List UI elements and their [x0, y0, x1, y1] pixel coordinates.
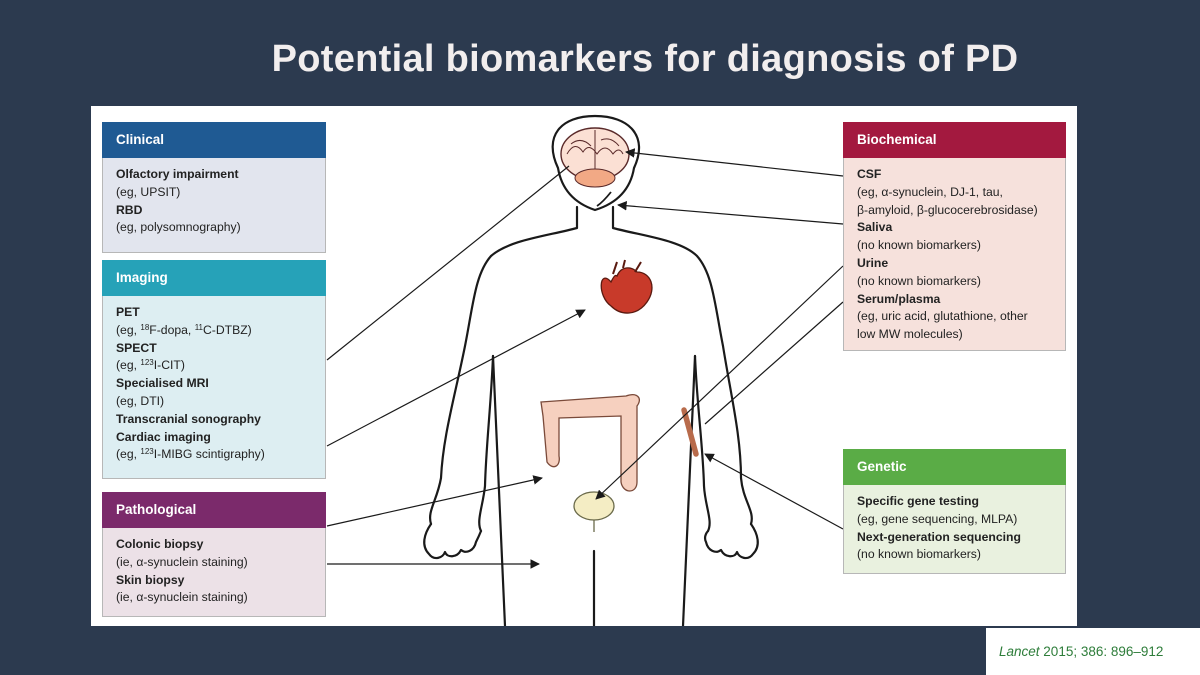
item-note: (ie, α-synuclein staining)	[116, 554, 248, 569]
urine-bladder-arrow	[595, 265, 844, 500]
brain-organ	[560, 127, 630, 188]
heart-organ	[600, 259, 653, 314]
serum-line	[704, 301, 844, 425]
item-note: (eg, 123I-MIBG scintigraphy)	[116, 447, 265, 462]
salivary-gland	[596, 191, 612, 207]
pathological-box: Pathological Colonic biopsy (ie, α-synuc…	[102, 492, 326, 617]
genetic-content: Specific gene testing (eg, gene sequenci…	[843, 485, 1066, 574]
item-name: Saliva	[857, 220, 893, 235]
item-name: Next-generation sequencing	[857, 529, 1021, 544]
item-name: Specialised MRI	[116, 376, 209, 391]
genetic-blood-arrow	[704, 453, 844, 530]
item-name: Colonic biopsy	[116, 537, 204, 551]
item-name: Olfactory impairment	[116, 167, 239, 181]
arrow-group	[326, 148, 844, 569]
item-name: CSF	[857, 167, 882, 181]
item-name: Skin biopsy	[116, 572, 185, 587]
biochemical-header: Biochemical	[843, 122, 1066, 158]
pathological-colon-arrow	[326, 475, 543, 527]
pathological-content: Colonic biopsy (ie, α-synuclein staining…	[102, 528, 326, 617]
blood-sample	[681, 407, 699, 457]
item-note: low MW molecules)	[857, 327, 963, 342]
clinical-content: Olfactory impairment (eg, UPSIT) RBD (eg…	[102, 158, 326, 253]
body-illustration	[326, 114, 844, 626]
item-note: (eg, α-synuclein, DJ-1, tau,	[857, 184, 1003, 199]
item-name: Cardiac imaging	[116, 429, 211, 444]
imaging-content: PET (eg, 18F-dopa, 11C-DTBZ) SPECT (eg, …	[102, 296, 326, 479]
clinical-header: Clinical	[102, 122, 326, 158]
slide-title: Potential biomarkers for diagnosis of PD	[271, 38, 1019, 80]
item-note: (ie, α-synuclein staining)	[116, 590, 248, 605]
genetic-header: Genetic	[843, 449, 1066, 485]
clinical-box: Clinical Olfactory impairment (eg, UPSIT…	[102, 122, 326, 253]
item-note: (eg, polysomnography)	[116, 220, 241, 235]
clinical-brain-line	[326, 165, 570, 361]
item-note: (eg, 18F-dopa, 11C-DTBZ)	[116, 322, 252, 337]
saliva-arrow	[617, 200, 844, 225]
item-name: PET	[116, 305, 140, 319]
item-note: (eg, UPSIT)	[116, 184, 181, 199]
colon-organ	[540, 394, 641, 492]
item-name: Serum/plasma	[857, 291, 941, 306]
pathological-header: Pathological	[102, 492, 326, 528]
item-name: Specific gene testing	[857, 494, 979, 508]
item-note: (no known biomarkers)	[857, 238, 981, 253]
item-note: (eg, 123I-CIT)	[116, 358, 185, 373]
imaging-heart-arrow	[326, 309, 586, 447]
biochemical-box: Biochemical CSF (eg, α-synuclein, DJ-1, …	[843, 122, 1066, 351]
item-note: (eg, gene sequencing, MLPA)	[857, 511, 1018, 526]
item-name: SPECT	[116, 340, 157, 355]
citation: Lancet 2015; 386: 896–912	[986, 628, 1200, 675]
citation-details: 2015; 386: 896–912	[1039, 644, 1164, 659]
imaging-box: Imaging PET (eg, 18F-dopa, 11C-DTBZ) SPE…	[102, 260, 326, 479]
citation-journal: Lancet	[999, 644, 1040, 659]
bladder-organ	[573, 491, 615, 521]
genetic-box: Genetic Specific gene testing (eg, gene …	[843, 449, 1066, 574]
item-name: Transcranial sonography	[116, 411, 261, 426]
body-outline	[423, 114, 759, 626]
biomarker-figure: Clinical Olfactory impairment (eg, UPSIT…	[91, 106, 1077, 626]
biochemical-content: CSF (eg, α-synuclein, DJ-1, tau, β-amylo…	[843, 158, 1066, 351]
item-note: (eg, uric acid, glutathione, other	[857, 309, 1028, 324]
imaging-header: Imaging	[102, 260, 326, 296]
csf-brain-arrow	[625, 148, 844, 177]
item-name: RBD	[116, 202, 143, 217]
item-note: (eg, DTI)	[116, 393, 165, 408]
item-note: (no known biomarkers)	[857, 547, 981, 562]
item-note: β-amyloid, β-glucocerebrosidase)	[857, 202, 1038, 217]
item-name: Urine	[857, 255, 889, 270]
item-note: (no known biomarkers)	[857, 273, 981, 288]
